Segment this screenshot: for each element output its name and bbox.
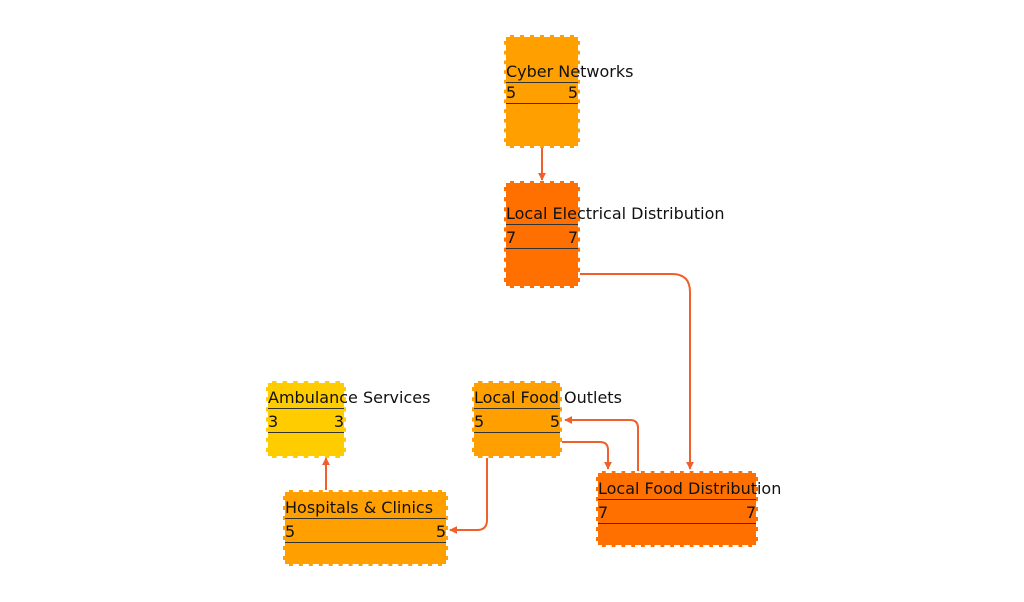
title-divider bbox=[506, 224, 578, 225]
node-local-food-distribution[interactable]: Local Food Distribution 7 7 bbox=[596, 471, 781, 547]
title-divider bbox=[598, 499, 756, 500]
node-title: Cyber Networks bbox=[506, 62, 634, 81]
node-title: Local Food Distribution bbox=[598, 479, 782, 498]
edge-outlets-to-food-distribution bbox=[562, 441, 612, 470]
node-title: Local Food Outlets bbox=[474, 388, 622, 407]
node-ambulance-services[interactable]: Ambulance Services 3 3 bbox=[266, 381, 430, 458]
node-title: Ambulance Services bbox=[268, 388, 431, 407]
node-title: Hospitals & Clinics bbox=[285, 498, 434, 517]
node-value-left: 5 bbox=[474, 412, 485, 431]
edge-outlets-to-hospitals bbox=[449, 458, 488, 534]
edge-electrical-to-food-distribution bbox=[580, 273, 694, 470]
node-value-right: 7 bbox=[567, 228, 578, 247]
edge-food-distribution-to-outlets bbox=[564, 416, 639, 472]
node-value-right: 3 bbox=[333, 412, 344, 431]
node-value-left: 5 bbox=[506, 83, 517, 102]
node-value-left: 5 bbox=[285, 522, 296, 541]
row-divider bbox=[598, 523, 756, 524]
node-value-right: 5 bbox=[567, 83, 578, 102]
node-local-electrical-distribution[interactable]: Local Electrical Distribution 7 7 bbox=[504, 181, 725, 288]
node-cyber-networks[interactable]: Cyber Networks 5 5 bbox=[504, 35, 633, 148]
node-value-left: 3 bbox=[268, 412, 279, 431]
node-value-left: 7 bbox=[598, 503, 609, 522]
title-divider bbox=[285, 518, 446, 519]
node-title: Local Electrical Distribution bbox=[506, 204, 725, 223]
row-divider bbox=[474, 432, 560, 433]
node-value-right: 7 bbox=[745, 503, 756, 522]
title-divider bbox=[474, 408, 560, 409]
title-divider bbox=[506, 82, 578, 83]
row-divider bbox=[285, 542, 446, 543]
node-local-food-outlets[interactable]: Local Food Outlets 5 5 bbox=[472, 381, 622, 458]
node-value-right: 5 bbox=[435, 522, 446, 541]
node-hospitals-clinics[interactable]: Hospitals & Clinics 5 5 bbox=[283, 490, 448, 566]
title-divider bbox=[268, 408, 344, 409]
node-value-left: 7 bbox=[506, 228, 517, 247]
row-divider bbox=[506, 248, 578, 249]
node-value-right: 5 bbox=[549, 412, 560, 431]
row-divider bbox=[506, 103, 578, 104]
row-divider bbox=[268, 432, 344, 433]
